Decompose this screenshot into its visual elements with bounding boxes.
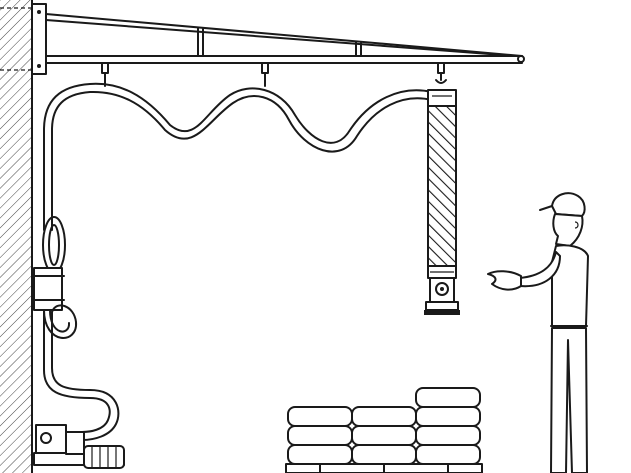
hose-hanger <box>101 62 447 87</box>
wall <box>0 0 33 473</box>
operator <box>487 192 589 473</box>
sack-pallet <box>285 387 483 473</box>
vacuum-pump <box>33 424 125 469</box>
vacuum-hose <box>31 82 433 441</box>
tube-lifter <box>424 89 460 315</box>
